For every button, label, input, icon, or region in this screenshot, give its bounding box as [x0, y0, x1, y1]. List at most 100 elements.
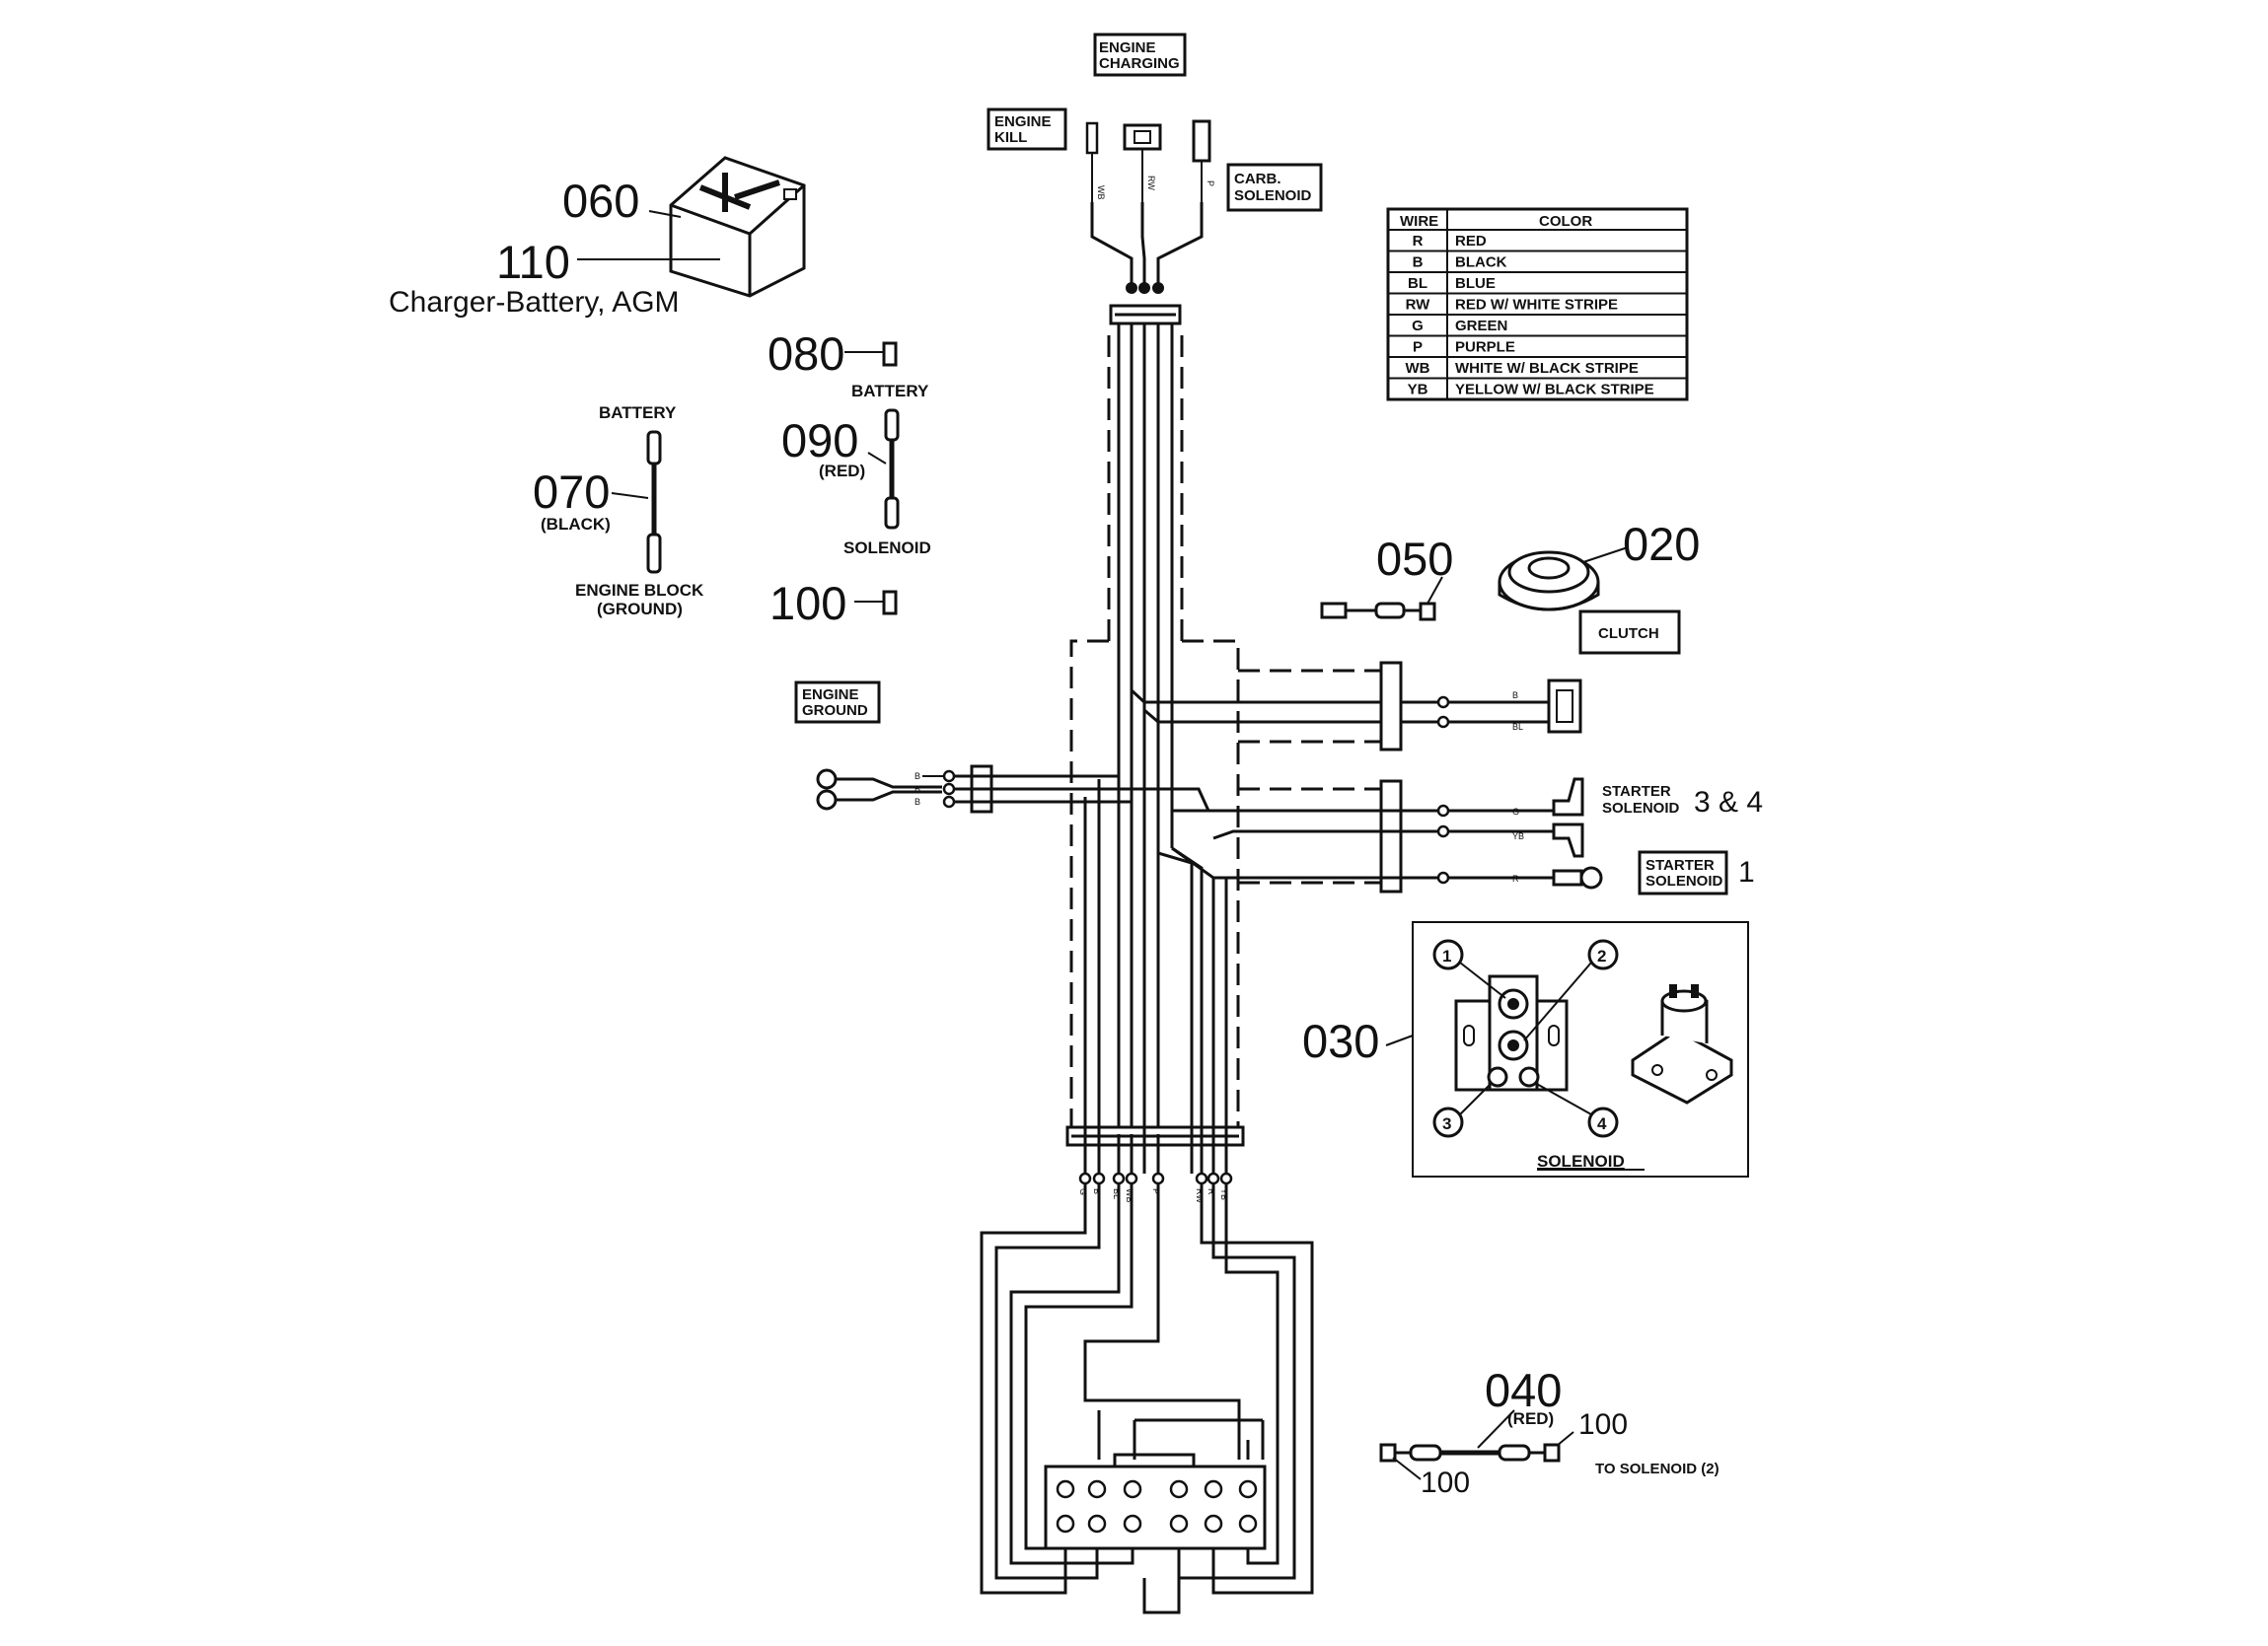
svg-text:COLOR: COLOR	[1539, 213, 1592, 230]
to-solenoid-label: TO SOLENOID (2)	[1595, 1461, 1719, 1477]
svg-text:WIRE: WIRE	[1400, 213, 1438, 230]
svg-text:KILL: KILL	[994, 129, 1027, 146]
svg-text:ENGINE: ENGINE	[1099, 39, 1156, 56]
starter-branch: G YB R	[1172, 777, 1603, 894]
svg-text:G: G	[1512, 807, 1519, 817]
svg-text:SOLENOID: SOLENOID	[1234, 187, 1312, 204]
legend-wire-code: WB	[1406, 360, 1430, 377]
cable-040	[1379, 1409, 1574, 1480]
red-label-040: (RED)	[1507, 1409, 1554, 1428]
engine-block-label: ENGINE BLOCK	[575, 581, 704, 600]
svg-text:RW: RW	[1195, 1188, 1205, 1203]
svg-text:CHARGING: CHARGING	[1099, 55, 1180, 72]
cable-090	[867, 408, 900, 530]
legend-wire-code: R	[1413, 233, 1424, 250]
clutch-020	[1498, 546, 1629, 611]
main-harness	[1065, 304, 1245, 1174]
legend-wire-code: BL	[1408, 275, 1427, 292]
legend-wire-color: RED W/ WHITE STRIPE	[1455, 297, 1618, 314]
engine-ground-label: ENGINE GROUND	[794, 680, 881, 724]
bottom-nodes: G B BL WB P RW R YB	[1078, 1172, 1233, 1203]
callout-050: 050	[1376, 533, 1453, 585]
solenoid-label-090: SOLENOID	[843, 538, 931, 557]
svg-text:BL: BL	[1112, 1188, 1122, 1199]
legend-wire-color: PURPLE	[1455, 339, 1515, 356]
legend-wire-color: RED	[1455, 233, 1487, 250]
callout-100: 100	[769, 577, 846, 629]
engine-charging-label: ENGINE CHARGING	[1093, 33, 1187, 77]
callout-070: 070	[533, 465, 610, 518]
svg-text:YB: YB	[1512, 831, 1524, 841]
top-connectors: WB RW P	[1085, 119, 1215, 294]
red-label-090: (RED)	[819, 462, 865, 480]
callout-080: 080	[768, 327, 844, 380]
callout-020: 020	[1623, 518, 1700, 570]
battery-label-080: BATTERY	[851, 382, 929, 400]
callout-060: 060	[562, 175, 639, 227]
legend-wire-code: B	[1413, 254, 1424, 271]
callout-030: 030	[1302, 1015, 1379, 1067]
legend-wire-color: BLACK	[1455, 254, 1507, 271]
solenoid-detail-030: 1 2 3 4 SOLENOID	[1412, 921, 1749, 1178]
callout-100-b: 100	[1578, 1408, 1628, 1441]
legend-wire-code: RW	[1406, 297, 1431, 314]
svg-text:4: 4	[1597, 1114, 1607, 1133]
legend-wire-code: G	[1412, 318, 1424, 334]
starter-solenoid-label-1: STARTER SOLENOID 1	[1638, 850, 1755, 895]
battery-label-070: BATTERY	[599, 403, 677, 422]
carb-solenoid-label: CARB. SOLENOID	[1226, 163, 1323, 212]
svg-text:CLUTCH: CLUTCH	[1598, 625, 1659, 642]
boot-100	[854, 590, 898, 615]
svg-text:3: 3	[1442, 1114, 1451, 1133]
svg-text:3 & 4: 3 & 4	[1694, 786, 1763, 819]
svg-text:STARTER: STARTER	[1602, 783, 1671, 800]
svg-text:RW: RW	[1146, 176, 1156, 190]
legend-wire-code: P	[1413, 339, 1423, 356]
callout-110-description: Charger-Battery, AGM	[389, 286, 680, 319]
battery-060	[577, 156, 806, 298]
clutch-label: CLUTCH	[1578, 609, 1681, 655]
ground-label: (GROUND)	[597, 600, 683, 618]
legend-wire-code: YB	[1408, 382, 1428, 398]
svg-text:1: 1	[1442, 947, 1451, 966]
svg-text:WB: WB	[1125, 1188, 1134, 1203]
svg-text:YB: YB	[1219, 1188, 1229, 1200]
svg-text:2: 2	[1597, 947, 1606, 966]
svg-text:SOLENOID: SOLENOID	[1537, 1152, 1625, 1171]
svg-text:R: R	[1207, 1188, 1216, 1195]
legend-wire-color: WHITE W/ BLACK STRIPE	[1455, 360, 1639, 377]
multi-pin-connector	[1044, 1453, 1267, 1550]
svg-text:SOLENOID: SOLENOID	[1602, 800, 1680, 817]
legend-wire-color: BLUE	[1455, 275, 1496, 292]
bottom-routing	[980, 1183, 1314, 1614]
svg-text:B: B	[915, 784, 920, 794]
svg-text:P: P	[1151, 1188, 1161, 1194]
svg-text:G: G	[1078, 1188, 1088, 1195]
svg-text:B: B	[915, 797, 920, 807]
svg-text:CARB.: CARB.	[1234, 171, 1281, 187]
svg-text:B: B	[1512, 690, 1518, 700]
wire-color-legend: WIRE COLOR R RED B BLACK BL BLUE RW RED W/ WHIT…	[1386, 207, 1689, 401]
svg-text:B: B	[915, 771, 920, 781]
callout-090: 090	[781, 414, 858, 466]
svg-text:STARTER: STARTER	[1646, 857, 1715, 874]
svg-text:GROUND: GROUND	[802, 702, 868, 719]
black-label-070: (BLACK)	[541, 515, 611, 534]
svg-text:1: 1	[1738, 856, 1755, 889]
boot-080	[844, 341, 898, 367]
svg-text:BL: BL	[1512, 722, 1523, 732]
svg-text:ENGINE: ENGINE	[994, 113, 1052, 130]
cable-070	[611, 430, 662, 574]
legend-wire-color: YELLOW W/ BLACK STRIPE	[1455, 382, 1654, 398]
starter-solenoid-label-3-4: STARTER SOLENOID 3 & 4	[1602, 783, 1763, 819]
svg-text:WB: WB	[1096, 185, 1106, 200]
svg-text:B: B	[1092, 1188, 1102, 1194]
clutch-jumper-050	[1320, 576, 1443, 621]
callout-040: 040	[1485, 1364, 1562, 1416]
svg-text:SOLENOID: SOLENOID	[1646, 873, 1723, 890]
svg-text:ENGINE: ENGINE	[802, 686, 859, 703]
clutch-branch: B BL	[1130, 661, 1582, 751]
callout-100-c: 100	[1421, 1467, 1470, 1499]
svg-text:R: R	[1512, 874, 1519, 884]
